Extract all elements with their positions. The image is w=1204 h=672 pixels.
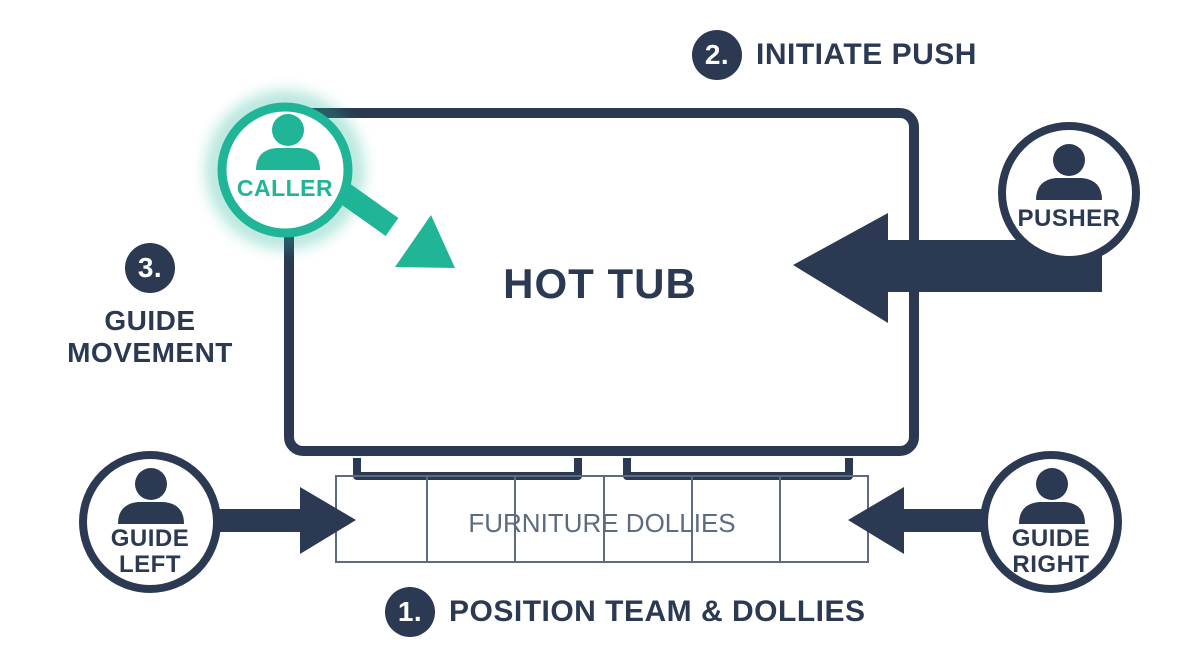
pusher-person-icon <box>1036 144 1102 200</box>
caller-glow <box>208 93 362 247</box>
tub-rail-right <box>623 458 853 480</box>
guide-right-line1: GUIDE <box>1011 525 1091 552</box>
tub-rail-left <box>353 458 582 480</box>
guide-right-line2: RIGHT <box>1012 551 1090 578</box>
caller-label: CALLER <box>236 175 334 201</box>
guide-left-person-icon <box>118 468 184 524</box>
step-3-line2: MOVEMENT <box>67 337 233 368</box>
guide-left-arrow <box>210 487 356 554</box>
guide-left-line2: LEFT <box>119 551 181 578</box>
step-2: 2. INITIATE PUSH <box>692 30 977 80</box>
guide-right-person-icon <box>1019 468 1085 524</box>
step-1-badge: 1. <box>385 587 435 637</box>
guide-right-label: GUIDE RIGHT <box>991 526 1111 578</box>
step-3-line1: GUIDE <box>104 305 196 336</box>
step-1: 1. POSITION TEAM & DOLLIES <box>385 587 866 637</box>
pusher-label: PUSHER <box>1017 205 1121 232</box>
hot-tub-label: HOT TUB <box>503 260 697 307</box>
step-2-text: INITIATE PUSH <box>756 38 977 71</box>
guide-left-line1: GUIDE <box>110 525 190 552</box>
step-3-text: GUIDE MOVEMENT <box>60 305 240 369</box>
dollies-label: FURNITURE DOLLIES <box>468 508 736 538</box>
step-2-badge: 2. <box>692 30 742 80</box>
step-3-badge: 3. <box>125 243 175 293</box>
step-3: 3. GUIDE MOVEMENT <box>60 243 240 369</box>
guide-left-label: GUIDE LEFT <box>90 526 210 578</box>
caller-person-icon <box>256 114 320 170</box>
guide-right-arrow <box>848 487 985 554</box>
step-1-text: POSITION TEAM & DOLLIES <box>449 595 866 628</box>
